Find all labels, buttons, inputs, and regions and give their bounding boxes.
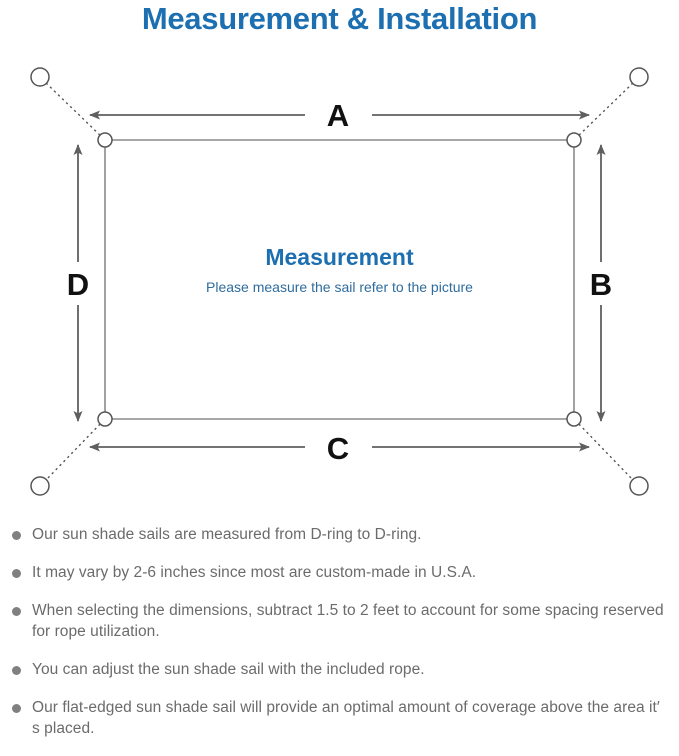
dimension-label-b: B (590, 267, 612, 302)
bullet-icon (12, 531, 21, 540)
anchor-bottom-right-icon (629, 476, 649, 496)
dimension-label-a: A (327, 98, 349, 133)
note-text: When selecting the dimensions, subtract … (32, 602, 664, 640)
page-title: Measurement & Installation (141, 1, 538, 36)
d-ring-top-right-icon (566, 132, 582, 148)
rope-bottom-left (45, 419, 105, 481)
d-ring-bottom-left-icon (97, 411, 113, 427)
page-root: Measurement & Installation A (12, 1, 664, 737)
sail-outline (104, 139, 575, 420)
list-item: Our flat-edged sun shade sail will provi… (0, 697, 679, 739)
list-item: It may vary by 2-6 inches since most are… (0, 562, 679, 583)
rope-top-left (45, 82, 105, 140)
bullet-icon (12, 704, 21, 713)
dimension-label-c: C (327, 431, 349, 466)
note-text: Our sun shade sails are measured from D-… (32, 526, 422, 543)
measurement-diagram: A C D B (30, 67, 649, 496)
dimension-label-d: D (67, 267, 89, 302)
note-text: It may vary by 2-6 inches since most are… (32, 564, 477, 581)
note-text: Our flat-edged sun shade sail will provi… (32, 699, 660, 737)
bullet-icon (12, 569, 21, 578)
sail-center-heading: Measurement (265, 244, 414, 270)
list-item: When selecting the dimensions, subtract … (0, 600, 679, 642)
rope-bottom-right (574, 419, 634, 481)
list-item: Our sun shade sails are measured from D-… (0, 524, 679, 545)
anchor-bottom-left-icon (30, 476, 50, 496)
bullet-icon (12, 607, 21, 616)
anchor-top-right-icon (629, 67, 649, 87)
notes-list: Our sun shade sails are measured from D-… (0, 524, 679, 756)
sail-center-subtext: Please measure the sail refer to the pic… (206, 279, 473, 295)
d-ring-top-left-icon (97, 132, 113, 148)
bullet-icon (12, 666, 21, 675)
note-text: You can adjust the sun shade sail with t… (32, 661, 425, 678)
list-item: You can adjust the sun shade sail with t… (0, 659, 679, 680)
rope-top-right (574, 82, 634, 140)
d-ring-bottom-right-icon (566, 411, 582, 427)
anchor-top-left-icon (30, 67, 50, 87)
